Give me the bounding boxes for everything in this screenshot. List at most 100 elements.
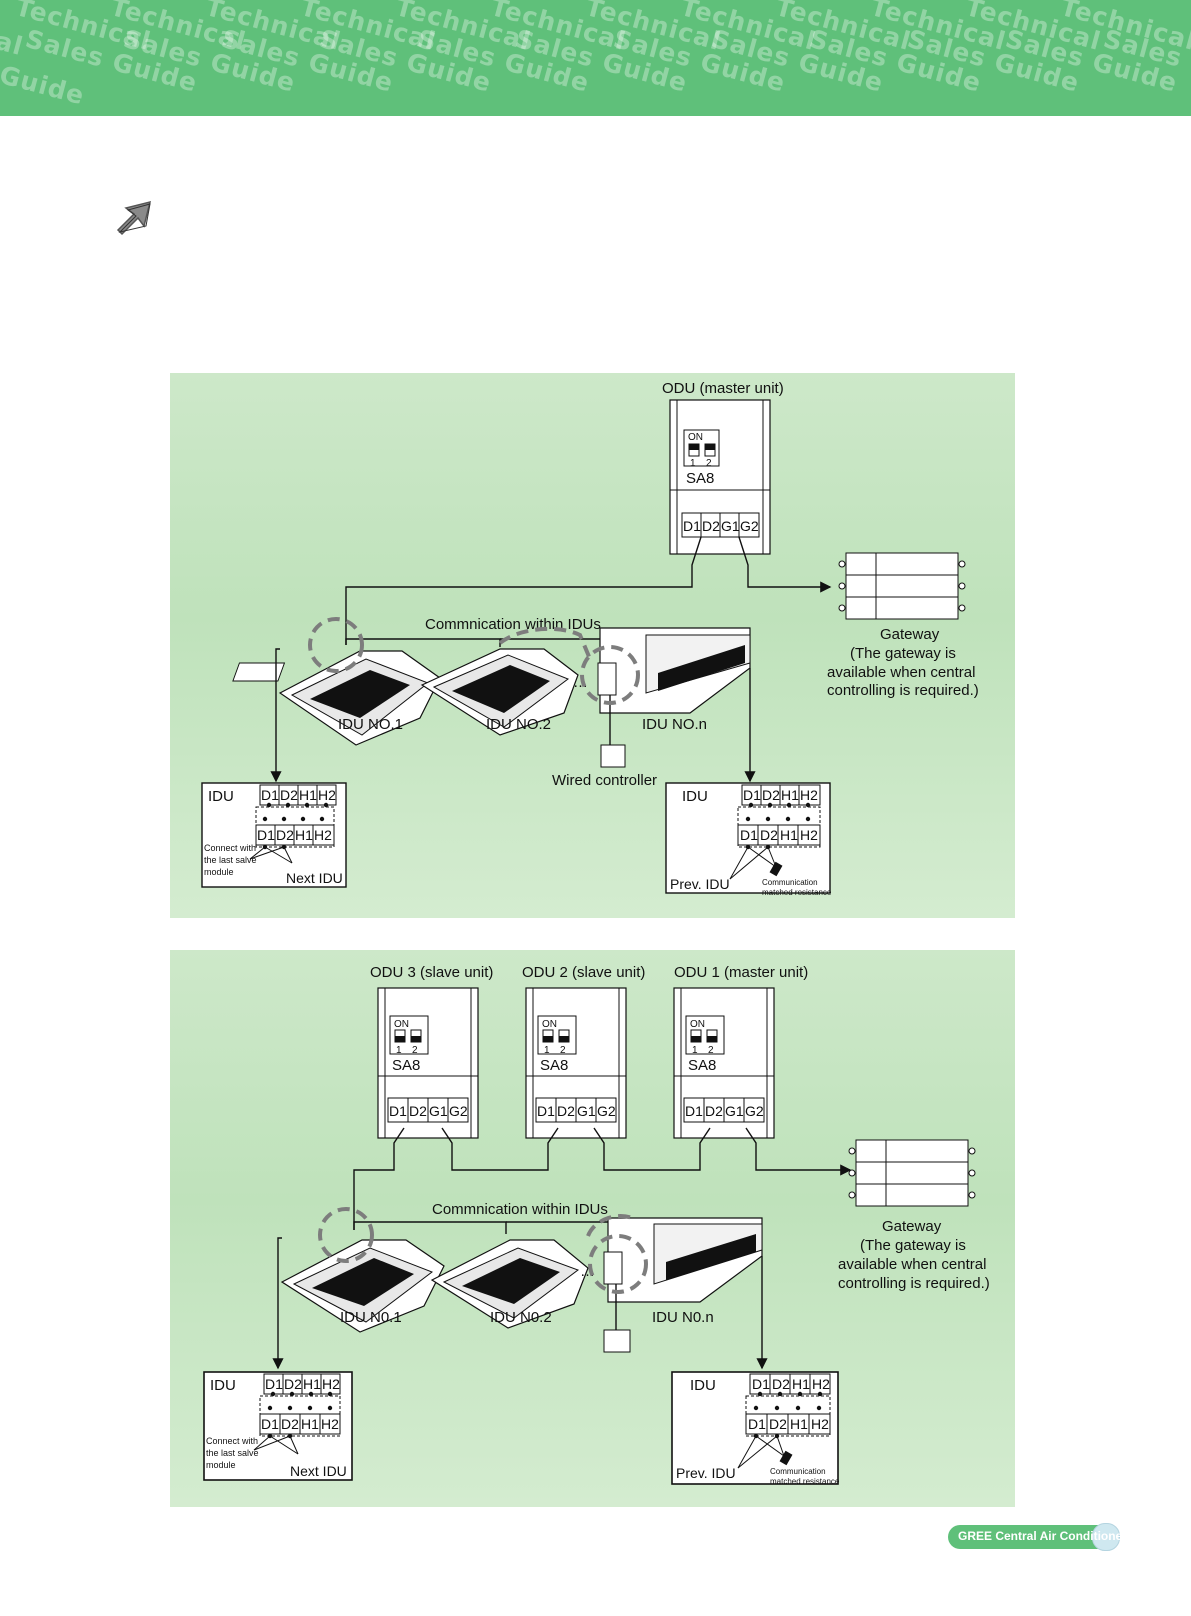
odu-title: ODU (master unit) — [662, 380, 784, 397]
odu-terminal-label: D1 — [537, 1103, 555, 1119]
rterm-bot-h1: H1 — [780, 827, 798, 843]
rterm-top-d1: D1 — [743, 787, 761, 803]
idu2-label: IDU NO.2 — [486, 716, 551, 733]
term-bot-d2: D2 — [276, 827, 294, 843]
idu-comm-bus-2 — [353, 1221, 625, 1234]
dashed-highlight-1 — [308, 617, 364, 673]
dip-on-label: ON — [542, 1019, 557, 1030]
dip-on-label: ON — [690, 1019, 705, 1030]
comm-label-2: Commnication within IDUs — [432, 1201, 608, 1218]
dip-1-label: 1 — [544, 1045, 550, 1056]
next-idu-label: Next IDU — [286, 870, 343, 886]
odu1-title: ODU 1 (master unit) — [674, 964, 808, 981]
rterm-bot-h2: H2 — [800, 827, 818, 843]
odu-terminal-label: G1 — [725, 1103, 744, 1119]
b2r-top-d2: D2 — [772, 1376, 790, 1392]
box-idu-label-right: IDU — [682, 788, 708, 805]
term-bot-h2: H2 — [314, 827, 332, 843]
gateway-label-2: Gateway — [882, 1218, 942, 1235]
gateway-note-2-2: available when central — [838, 1256, 986, 1273]
watermark-text: al — [0, 26, 27, 62]
dip-1-label: 1 — [690, 458, 696, 469]
b2-top-d1: D1 — [265, 1376, 283, 1392]
footer-dot — [1092, 1523, 1120, 1551]
b2-connect-note-1: Connect with — [206, 1436, 258, 1446]
idu2-label-2: IDU N0.2 — [490, 1309, 552, 1326]
sa8-label: SA8 — [688, 1057, 716, 1074]
idu1-label-2: IDU N0.1 — [340, 1309, 402, 1326]
rterm-bot-d1: D1 — [740, 827, 758, 843]
idu-cassette-2-2 — [430, 1239, 589, 1329]
terminal-g2: G2 — [740, 518, 759, 534]
connect-note-2: the last salve — [204, 855, 257, 865]
wired-controller-2 — [603, 1329, 631, 1353]
dip-2-label: 2 — [560, 1045, 566, 1056]
prev-idu-label: Prev. IDU — [670, 876, 730, 892]
odu-terminal-label: G2 — [597, 1103, 616, 1119]
idu-cassette-2-1 — [280, 1239, 445, 1333]
idu-comm-bus — [345, 638, 621, 651]
odu3-title: ODU 3 (slave unit) — [370, 964, 493, 981]
gateway-note-2: available when central — [827, 664, 975, 681]
connect-note-3: module — [204, 867, 234, 877]
dip-2-label: 2 — [706, 458, 712, 469]
dip-on-label: ON — [688, 432, 703, 443]
idu-terminal-box-left-2: IDU D1 D2 H1 H2 D1 D2 H1 H2 Connect with… — [203, 1371, 353, 1481]
b2r-bot-h2: H2 — [811, 1416, 829, 1432]
idun-label-2: IDU N0.n — [652, 1309, 714, 1326]
box2-idu-label: IDU — [210, 1377, 236, 1394]
b2r-bot-h1: H1 — [790, 1416, 808, 1432]
idu1-label: IDU NO.1 — [338, 716, 403, 733]
idu-terminal-box-left: IDU D1 D2 H1 H2 D1 D2 H1 H2 Connect with… — [201, 782, 347, 888]
terminal-d1: D1 — [683, 518, 701, 534]
odu-terminal-label: D1 — [685, 1103, 703, 1119]
rterm-top-h2: H2 — [800, 787, 818, 803]
dip-2-label: 2 — [708, 1045, 714, 1056]
idun-label: IDU NO.n — [642, 716, 707, 733]
idu-cassette-1 — [232, 650, 441, 746]
odu-wiring — [345, 536, 832, 645]
odu-terminal-label: G1 — [429, 1103, 448, 1119]
b2r-top-d1: D1 — [752, 1376, 770, 1392]
diagram-panel-single-odu: ODU (master unit) ON 1 2 SA8 D1 D2 G1 G2 — [170, 373, 1015, 918]
odu-terminal-label: D2 — [409, 1103, 427, 1119]
sa8-label: SA8 — [686, 470, 714, 487]
terminal-d2: D2 — [702, 518, 720, 534]
dip-1-label: 1 — [396, 1045, 402, 1056]
b2-bot-d1: D1 — [261, 1416, 279, 1432]
b2-top-h2: H2 — [322, 1376, 340, 1392]
odu-terminal-label: G2 — [745, 1103, 764, 1119]
resistance-note-2: matched resistance — [762, 888, 832, 897]
footer-brand-text: GREE Central Air Conditioners — [958, 1529, 1134, 1543]
b2-bot-h2: H2 — [321, 1416, 339, 1432]
sa8-label: SA8 — [392, 1057, 420, 1074]
b2r-top-h1: H1 — [792, 1376, 810, 1392]
rterm-bot-d2: D2 — [760, 827, 778, 843]
box-idu-label: IDU — [208, 788, 234, 805]
odu-terminal-label: D2 — [557, 1103, 575, 1119]
idu-duct-2-n — [603, 1217, 763, 1330]
wired-controller — [600, 744, 626, 768]
dashed-highlight-2-1 — [318, 1207, 374, 1263]
b2r-bot-d1: D1 — [748, 1416, 766, 1432]
idu-duct-n — [597, 627, 751, 745]
b2-top-h1: H1 — [303, 1376, 321, 1392]
gateway-note-3: controlling is required.) — [827, 682, 979, 699]
odu-terminal-label: D2 — [705, 1103, 723, 1119]
wired-controller-label: Wired controller — [552, 772, 657, 789]
b2-connect-note-2: the last salve — [206, 1448, 259, 1458]
dip-2-label: 2 — [412, 1045, 418, 1056]
footer-brand-badge — [948, 1525, 1118, 1549]
b2-resistance-note-2: matched resistance — [770, 1477, 840, 1486]
idu-cassette-2 — [420, 648, 579, 736]
b2-top-d2: D2 — [284, 1376, 302, 1392]
odu-master-unit: ON 1 2 SA8 D1 D2 G1 G2 — [669, 399, 771, 555]
odu-chain-wiring — [353, 1127, 852, 1230]
resistance-note-1: Communication — [762, 878, 818, 887]
b2r-bot-d2: D2 — [769, 1416, 787, 1432]
idu-terminal-box-right-2: IDU D1 D2 H1 H2 D1 D2 H1 H2 Communicatio… — [671, 1371, 840, 1486]
term-bot-h1: H1 — [295, 827, 313, 843]
